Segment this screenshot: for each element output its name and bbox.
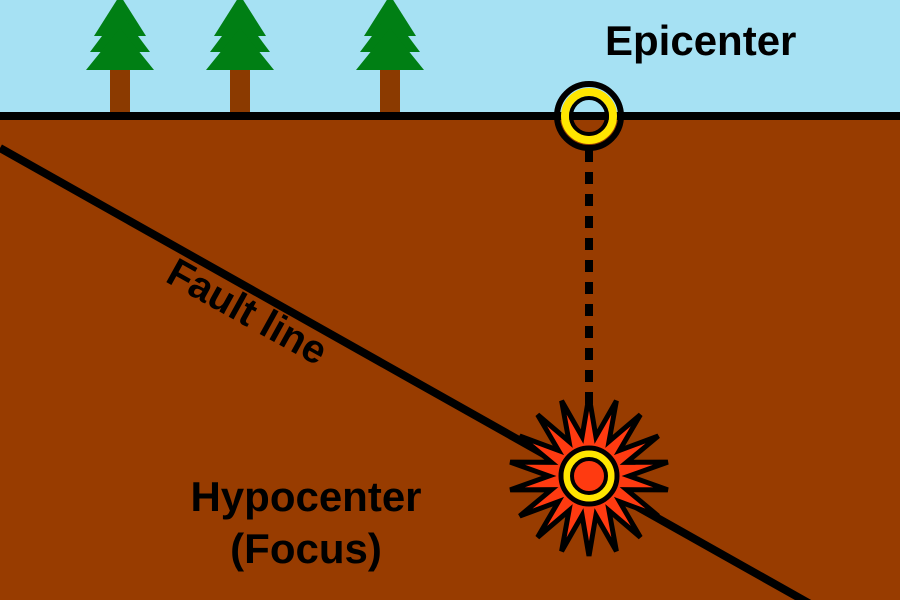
pine-tree-icon	[356, 0, 424, 114]
pine-tree-icon	[86, 0, 154, 114]
starburst-icon	[509, 395, 669, 557]
pine-tree-icon	[206, 0, 274, 114]
hypocenter-label-line1: Hypocenter	[190, 473, 422, 520]
ring-marker-icon	[554, 81, 624, 151]
sky	[0, 0, 900, 116]
hypocenter-label-line2: (Focus)	[230, 525, 382, 572]
fault-line	[0, 144, 812, 600]
ground	[0, 116, 900, 600]
epicenter-label: Epicenter	[605, 17, 797, 64]
hypocenter-label: Hypocenter (Focus)	[168, 476, 444, 570]
